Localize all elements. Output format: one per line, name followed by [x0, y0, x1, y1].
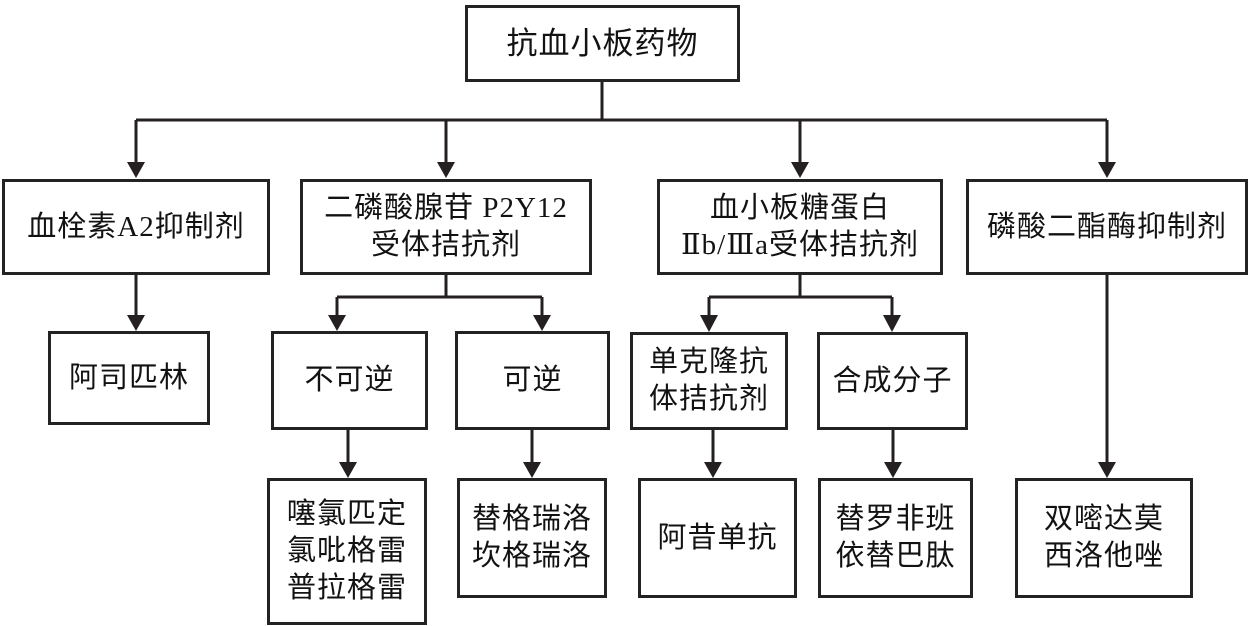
- node-reversible: 可逆: [455, 331, 610, 430]
- node-abciximab: 阿昔单抗: [638, 478, 797, 598]
- node-adp-p2y12-receptor-antagonist: 二磷酸腺苷 P2Y12 受体拮抗剂: [300, 179, 592, 275]
- node-irreversible: 不可逆: [271, 331, 428, 430]
- node-label: 不可逆: [304, 364, 395, 396]
- node-label-line: 双嘧达莫: [1043, 503, 1164, 535]
- node-reversible-drugs: 替格瑞洛 坎格瑞洛: [457, 478, 607, 598]
- node-label: 血栓素A2抑制剂: [27, 210, 245, 243]
- node-thromboxane-a2-inhibitor: 血栓素A2抑制剂: [2, 179, 270, 275]
- node-label-line: 噻氯匹定: [286, 498, 407, 530]
- node-antiplatelet-drugs: 抗血小板药物: [465, 5, 740, 82]
- node-label-line: 单克隆抗: [648, 346, 769, 378]
- node-label-line: 体拮抗剂: [648, 383, 769, 415]
- node-label: 阿昔单抗: [657, 521, 778, 554]
- node-label-line: 依替巴肽: [835, 540, 956, 572]
- node-label: 磷酸二酯酶抑制剂: [986, 210, 1227, 243]
- node-label: 抗血小板药物: [506, 26, 699, 61]
- node-label-line: 受体拮抗剂: [370, 229, 521, 261]
- node-label-line: 血小板糖蛋白: [709, 192, 890, 224]
- node-synthetic-drugs: 替罗非班 依替巴肽: [818, 478, 973, 598]
- node-pde-drugs: 双嘧达莫 西洛他唑: [1015, 478, 1193, 598]
- node-synthetic-molecule: 合成分子: [817, 332, 968, 430]
- node-label: 可逆: [502, 364, 563, 396]
- node-label-line: 西洛他唑: [1043, 540, 1164, 572]
- node-label-line: 替罗非班: [835, 503, 956, 535]
- node-label-line: 氯吡格雷: [286, 535, 407, 567]
- node-label-line: 二磷酸腺苷 P2Y12: [324, 192, 568, 224]
- node-label-line: Ⅱb/Ⅲa受体拮抗剂: [680, 229, 920, 261]
- node-irreversible-drugs: 噻氯匹定 氯吡格雷 普拉格雷: [267, 478, 427, 625]
- node-label-line: 坎格瑞洛: [471, 540, 592, 572]
- node-label-line: 普拉格雷: [286, 572, 407, 604]
- node-phosphodiesterase-inhibitor: 磷酸二酯酶抑制剂: [966, 179, 1248, 275]
- node-monoclonal-antibody-antagonist: 单克隆抗 体拮抗剂: [630, 332, 788, 430]
- node-label: 合成分子: [832, 364, 953, 397]
- node-label-line: 替格瑞洛: [471, 503, 592, 535]
- node-label: 阿司匹林: [68, 361, 189, 394]
- node-glycoprotein-iib-iiia-receptor-antagonist: 血小板糖蛋白 Ⅱb/Ⅲa受体拮抗剂: [657, 179, 943, 275]
- node-aspirin: 阿司匹林: [48, 331, 210, 425]
